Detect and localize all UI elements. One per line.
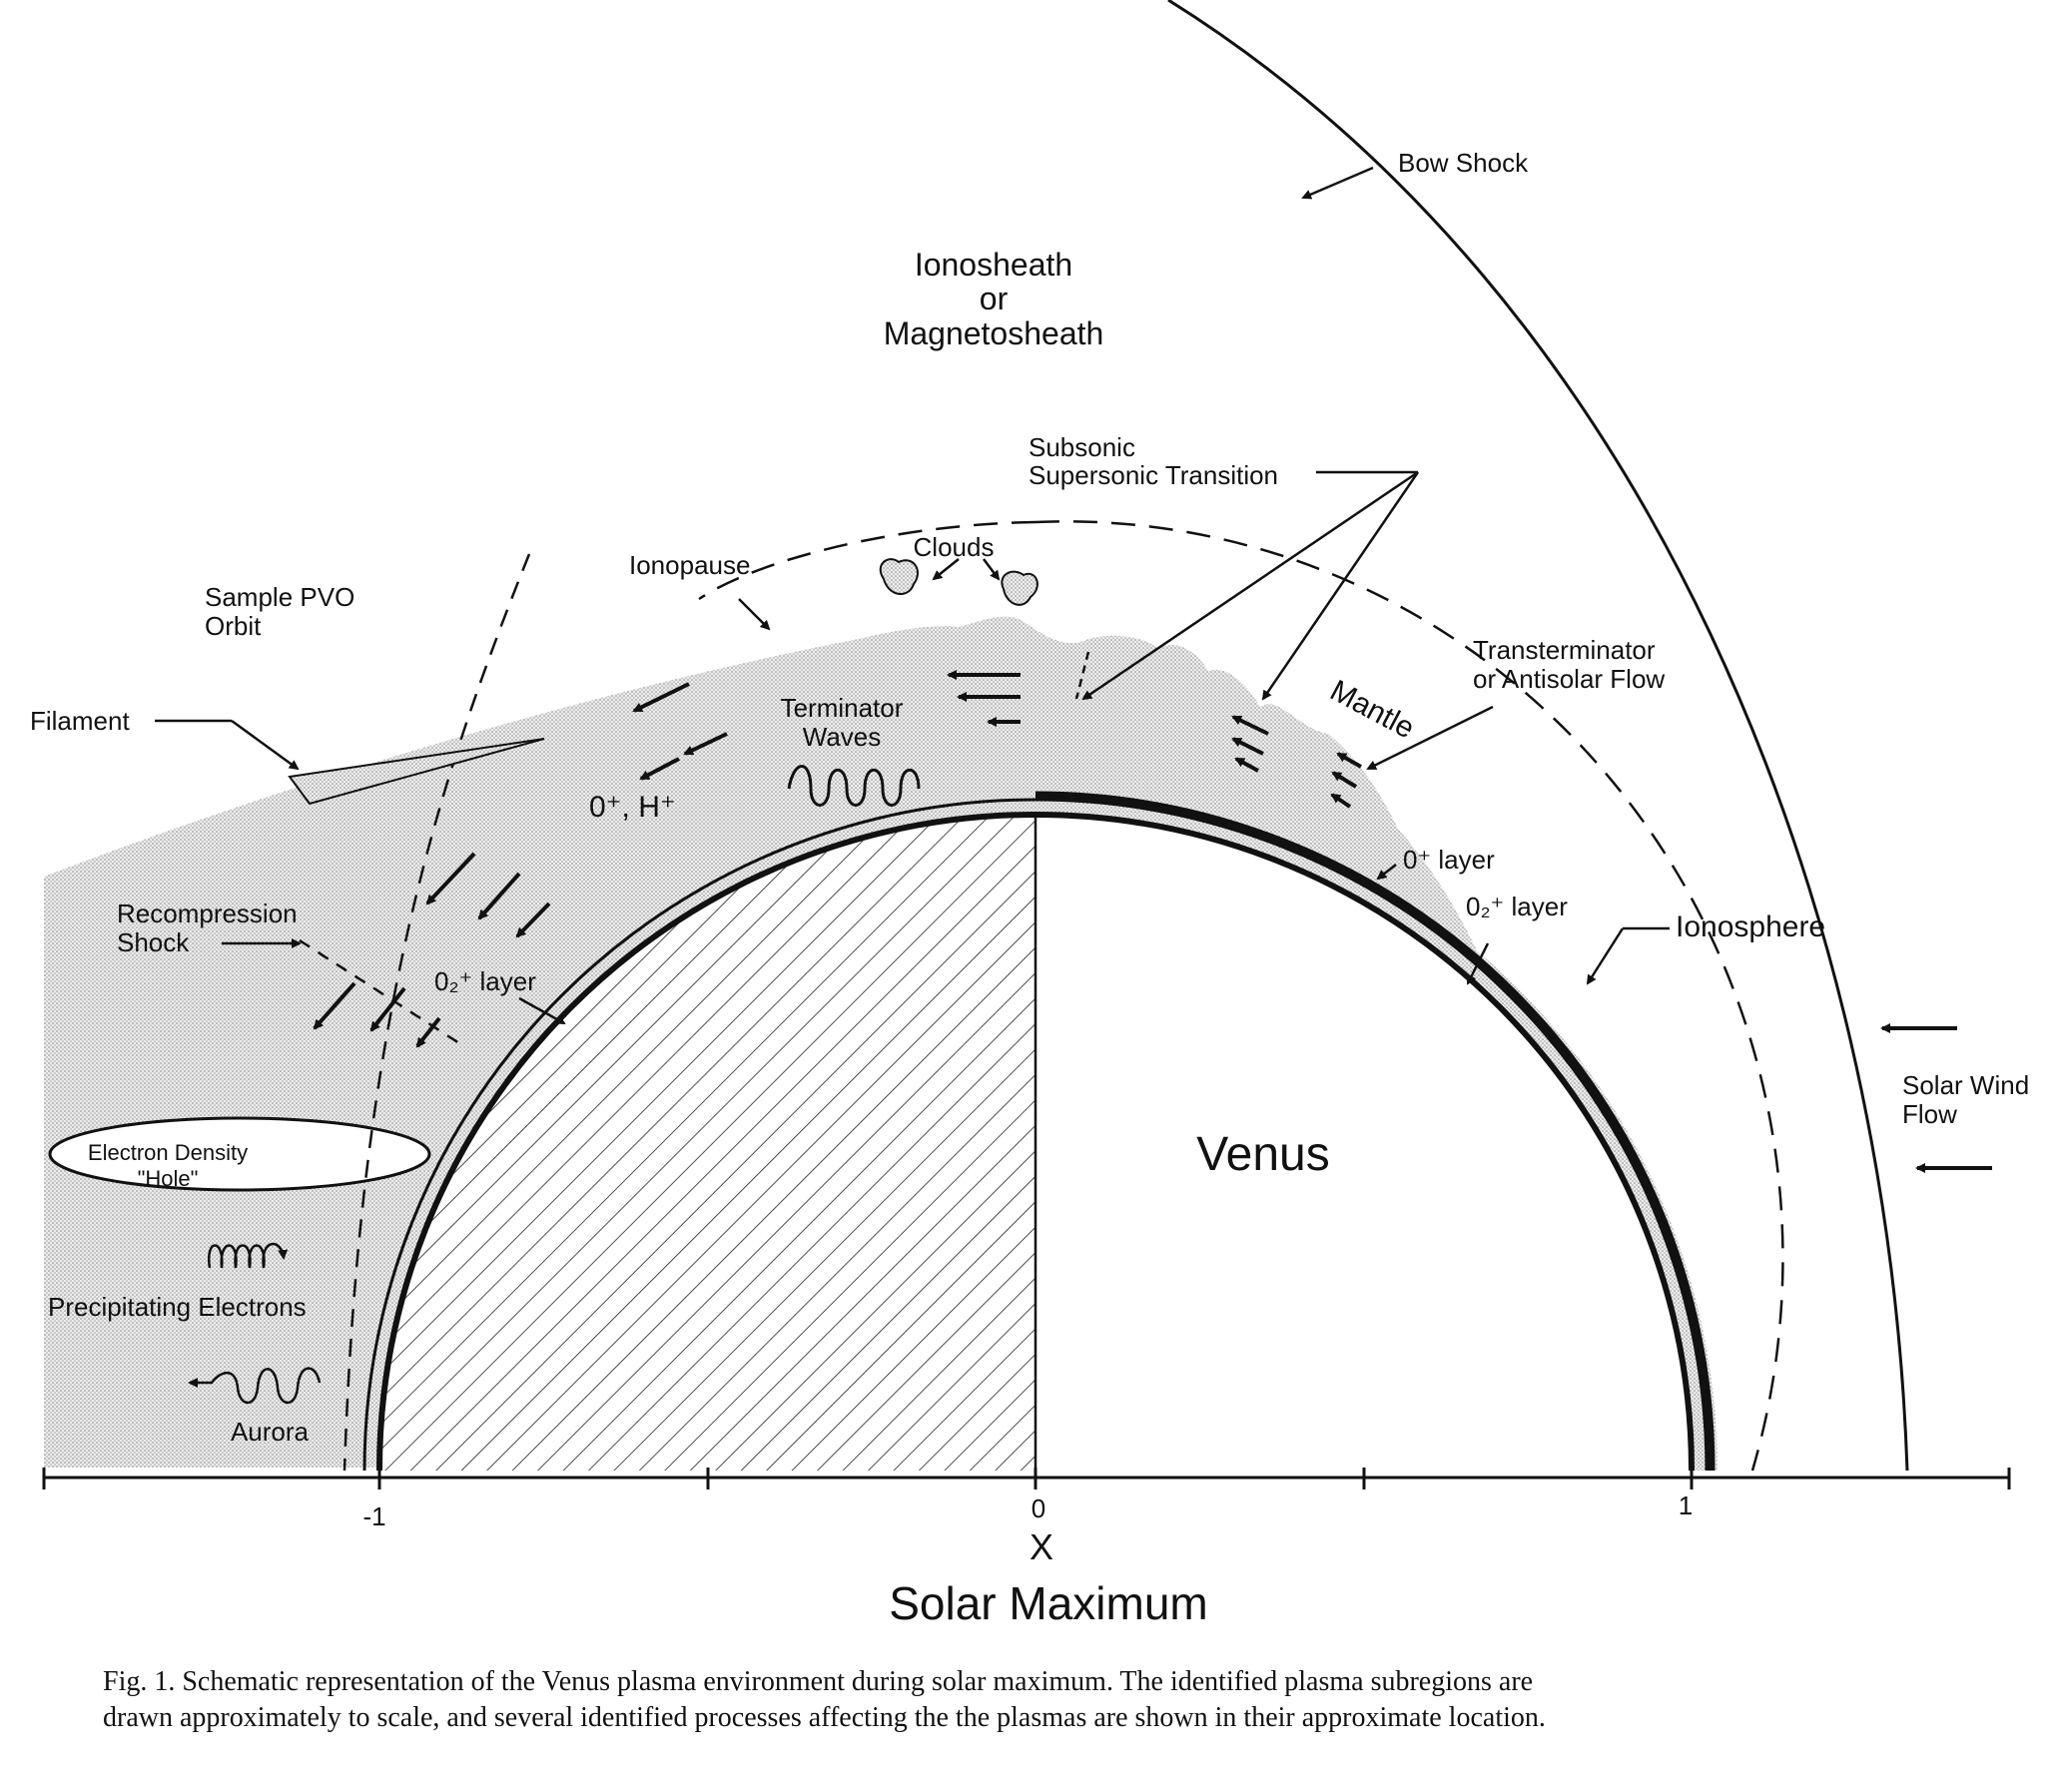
bow-shock-curve: [1167, 0, 1909, 1472]
tick-label-0: 0: [1032, 1493, 1045, 1523]
caption-line-1: Fig. 1. Schematic representation of the …: [103, 1666, 1533, 1697]
label-supersonic-transition: Supersonic Transition: [1029, 460, 1278, 490]
label-filament: Filament: [30, 706, 130, 736]
figure-title: Solar Maximum: [889, 1577, 1208, 1629]
label-solar-wind: Solar Wind: [1902, 1070, 2029, 1100]
pvo-orbit-path: [343, 553, 531, 1472]
label-waves: Waves: [803, 722, 882, 752]
label-terminator: Terminator: [781, 693, 904, 723]
tick-label-1: 1: [1679, 1491, 1693, 1520]
label-subsonic: Subsonic: [1029, 432, 1135, 462]
label-o2-layer-left: 0₂⁺ layer: [434, 966, 536, 996]
label-venus: Venus: [1196, 1128, 1329, 1181]
label-ions: 0⁺, H⁺: [589, 791, 676, 824]
label-mantle: Mantle: [1325, 674, 1420, 745]
x-axis-label: X: [1030, 1526, 1053, 1567]
tick-label-minus1: -1: [362, 1501, 385, 1531]
label-o-layer: 0⁺ layer: [1403, 845, 1495, 875]
venus-dayside: [1035, 815, 1692, 1471]
label-bow-shock: Bow Shock: [1398, 148, 1529, 178]
label-precipitating-electrons: Precipitating Electrons: [48, 1292, 307, 1322]
aurora-wave: [188, 1367, 322, 1405]
x-axis: [42, 1468, 2011, 1490]
caption-line-2: drawn approximately to scale, and severa…: [103, 1702, 1546, 1733]
label-flow: Flow: [1902, 1099, 1957, 1129]
ionopause-dashed: [1034, 520, 1784, 1472]
label-recompression: Recompression: [117, 898, 298, 928]
o2-layer-thick: [1034, 791, 1716, 1472]
label-antisolar-flow: or Antisolar Flow: [1473, 664, 1665, 694]
label-o2-layer-right: 0₂⁺ layer: [1466, 892, 1568, 921]
label-orbit: Orbit: [205, 611, 262, 641]
label-sample-pvo: Sample PVO: [205, 582, 354, 612]
label-magnetosheath: Magnetosheath: [884, 315, 1104, 351]
label-transterminator: Transterminator: [1473, 635, 1656, 665]
terminator-waves: [787, 765, 921, 807]
label-aurora: Aurora: [231, 1417, 310, 1447]
electron-density-hole: [48, 1116, 431, 1192]
label-hole: "Hole": [138, 1166, 199, 1191]
venus-surface: [376, 812, 1695, 1472]
cloud-1: [879, 558, 919, 595]
label-ionopause: Ionopause: [629, 550, 750, 580]
label-ionosheath-or: or: [980, 281, 1009, 316]
leader-lines: [155, 166, 1670, 1025]
label-ionosphere: Ionosphere: [1676, 910, 1825, 943]
venus-nightside-hatched: [379, 815, 1035, 1471]
label-electron-density: Electron Density: [88, 1140, 248, 1165]
label-ionosheath: Ionosheath: [915, 247, 1072, 283]
label-shock: Shock: [117, 927, 190, 957]
precipitating-electrons-spiral: [207, 1242, 289, 1269]
flow-arrows: [313, 670, 1992, 1173]
filament: [288, 738, 545, 806]
label-clouds: Clouds: [914, 532, 995, 562]
cloud-2: [1001, 570, 1038, 606]
